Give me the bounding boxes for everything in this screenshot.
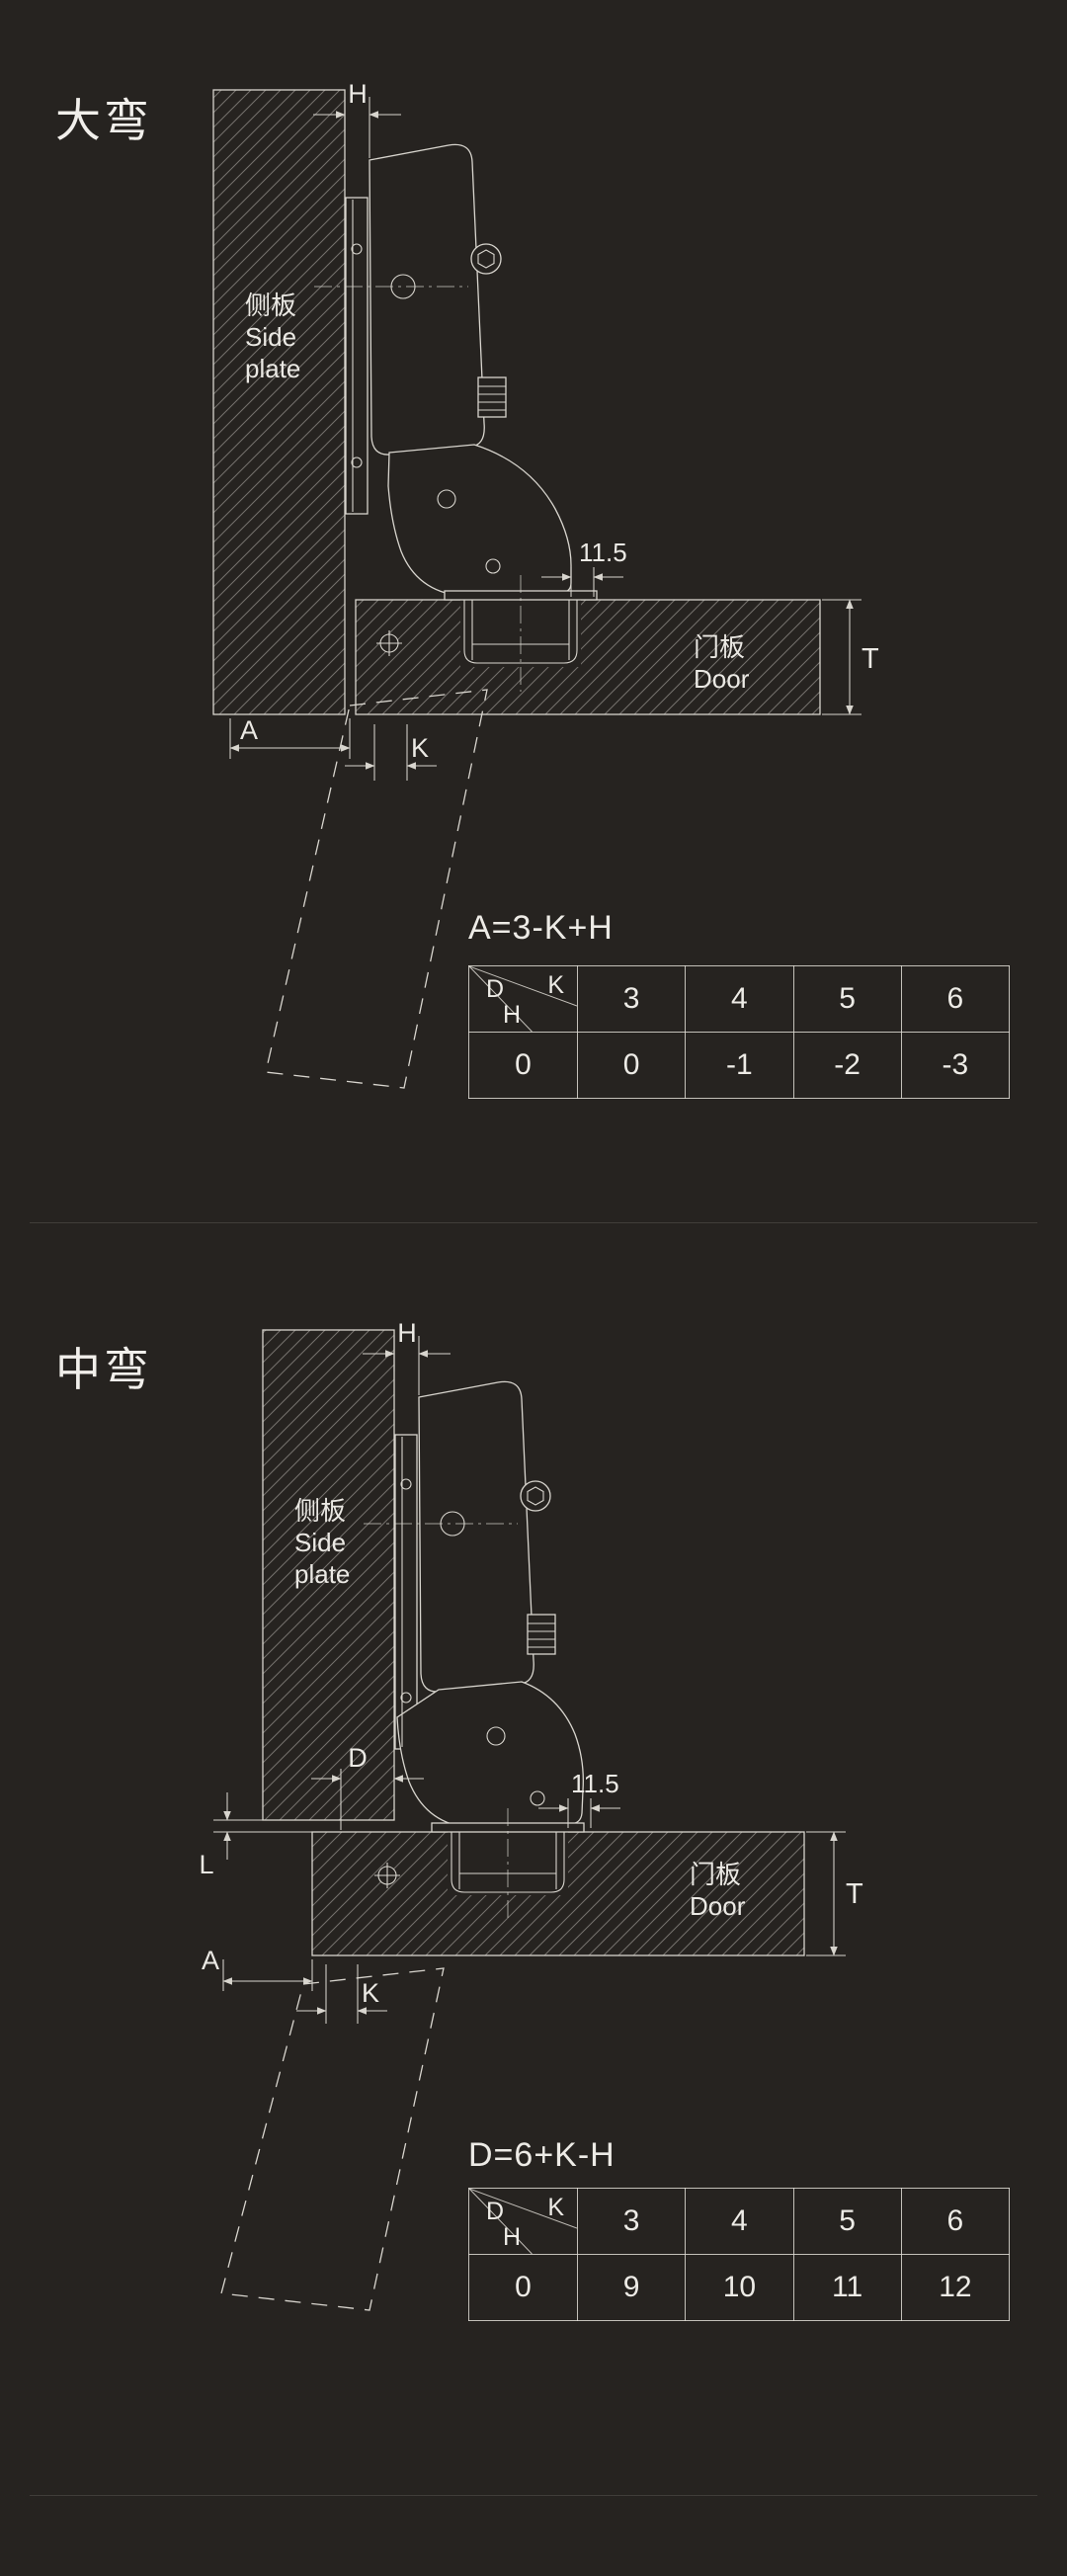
result-cell: -1	[685, 1032, 794, 1099]
door-panel	[355, 599, 821, 715]
table-corner-cell: D K H	[468, 965, 578, 1033]
hinge	[345, 143, 598, 601]
center-lines	[364, 1523, 518, 1922]
result-cell: 10	[685, 2254, 794, 2321]
dim-l-label: L	[199, 1850, 213, 1879]
hinge	[394, 1380, 585, 1833]
door-label-en: Door	[694, 664, 750, 694]
formula-half-overlay: D=6+K-H	[468, 2136, 616, 2174]
bottom-divider	[30, 2495, 1037, 2496]
dim-h-label: H	[397, 1318, 417, 1348]
screw-position-cross	[374, 1863, 400, 1888]
k-value-cell: 3	[576, 965, 687, 1033]
h-value-cell: 0	[468, 1032, 578, 1099]
side-plate	[212, 89, 346, 715]
inset-hinge-drawing: 侧板 Side plate 门板 Door H 11.5 T A K	[212, 79, 879, 1089]
side-plate-label-en2: plate	[294, 1559, 350, 1589]
k-value-cell: 5	[792, 965, 902, 1033]
side-plate	[262, 1329, 395, 1821]
result-cell: -3	[900, 1032, 1011, 1099]
inset-spec-table: D K H 3 4 5 6 0 0 -1 -2 -3	[468, 965, 1011, 1099]
mounting-plate	[394, 1434, 418, 1750]
k-value-cell: 3	[576, 2188, 687, 2255]
section-title-half-overlay: 中弯	[55, 1344, 152, 1395]
k-value-cell: 5	[792, 2188, 902, 2255]
dim-d-label: D	[348, 1743, 368, 1773]
k-value-cell: 4	[685, 2188, 794, 2255]
result-cell: 12	[900, 2254, 1011, 2321]
hinge-arm	[387, 444, 572, 597]
mounting-plate	[345, 197, 369, 515]
side-plate-label-cn: 侧板	[245, 291, 296, 320]
h-value-cell: 0	[468, 2254, 578, 2321]
adjustment-bolt	[470, 243, 502, 275]
k-value-cell: 6	[900, 965, 1011, 1033]
formula-inset: A=3-K+H	[468, 909, 614, 947]
dim-h-label: H	[348, 79, 368, 109]
corner-label-h: H	[503, 2223, 522, 2251]
k-value-cell: 4	[685, 965, 794, 1033]
result-cell: 0	[576, 1032, 687, 1099]
open-door-outline	[220, 1967, 445, 2311]
half-overlay-hinge-drawing: 侧板 Side plate 门板 Door H D 11.5 T L A K	[199, 1318, 863, 2311]
side-plate-label-en1: Side	[294, 1528, 346, 1557]
dimension-lines	[229, 97, 862, 781]
screw-threads	[477, 376, 507, 418]
dim-t-label: T	[862, 643, 879, 675]
hinge-details	[400, 1437, 565, 1893]
half-overlay-spec-table: D K H 3 4 5 6 0 9 10 11 12	[468, 2188, 1011, 2321]
corner-label-k: K	[547, 2194, 564, 2221]
side-plate-label-en1: Side	[245, 322, 296, 352]
dim-a-label: A	[202, 1946, 219, 1975]
result-cell: 9	[576, 2254, 687, 2321]
door-label-cn: 门板	[690, 1860, 741, 1889]
dim-t-label: T	[846, 1878, 863, 1910]
side-plate-label-en2: plate	[245, 354, 300, 383]
dimension-lines	[213, 1336, 846, 2024]
corner-diagonals	[469, 2189, 577, 2254]
dim-k-label: K	[362, 1978, 379, 2008]
k-value-cell: 6	[900, 2188, 1011, 2255]
hinge-cup	[463, 600, 578, 664]
dim-offset-label: 11.5	[571, 1769, 619, 1798]
section-divider	[30, 1222, 1037, 1223]
corner-label-h: H	[503, 1001, 522, 1029]
hinge-arm	[396, 1681, 584, 1828]
dim-offset-label: 11.5	[579, 538, 627, 567]
door-label-en: Door	[690, 1891, 746, 1921]
screw-threads	[527, 1614, 556, 1655]
dim-a-label: A	[240, 715, 258, 745]
section-title-inset: 大弯	[55, 95, 152, 146]
dim-k-label: K	[411, 733, 429, 763]
hinge-body	[369, 143, 485, 456]
table-corner-cell: D K H	[468, 2188, 578, 2255]
door-label-cn: 门板	[694, 632, 745, 662]
corner-diagonals	[469, 966, 577, 1032]
screw-position-cross	[376, 630, 402, 656]
result-cell: -2	[792, 1032, 902, 1099]
corner-label-d: D	[486, 975, 505, 1003]
corner-label-k: K	[547, 971, 564, 999]
adjustment-bolt	[520, 1480, 551, 1512]
hinge-body	[418, 1380, 534, 1693]
center-lines	[314, 286, 522, 692]
result-cell: 11	[792, 2254, 902, 2321]
side-plate-label-cn: 侧板	[294, 1496, 346, 1526]
corner-label-d: D	[486, 2198, 505, 2225]
open-door-outline	[265, 689, 488, 1089]
